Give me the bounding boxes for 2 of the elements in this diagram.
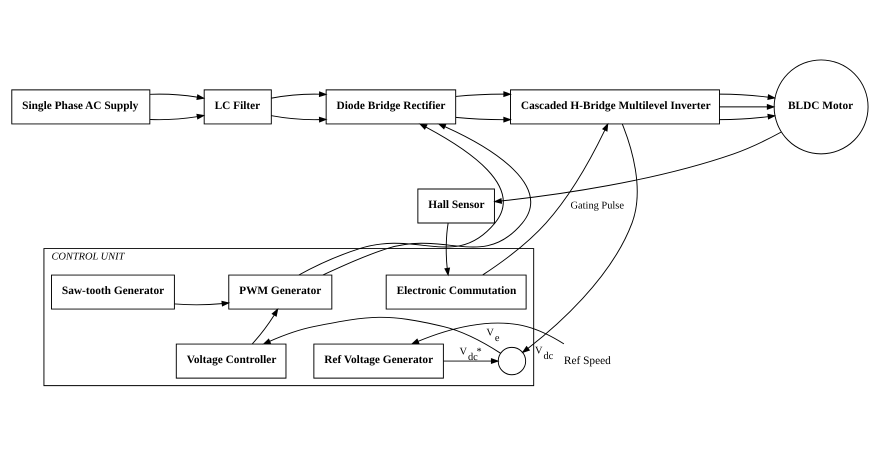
node-text: Ref Speed bbox=[564, 354, 611, 367]
edge-label: Gating Pulse bbox=[570, 200, 624, 212]
